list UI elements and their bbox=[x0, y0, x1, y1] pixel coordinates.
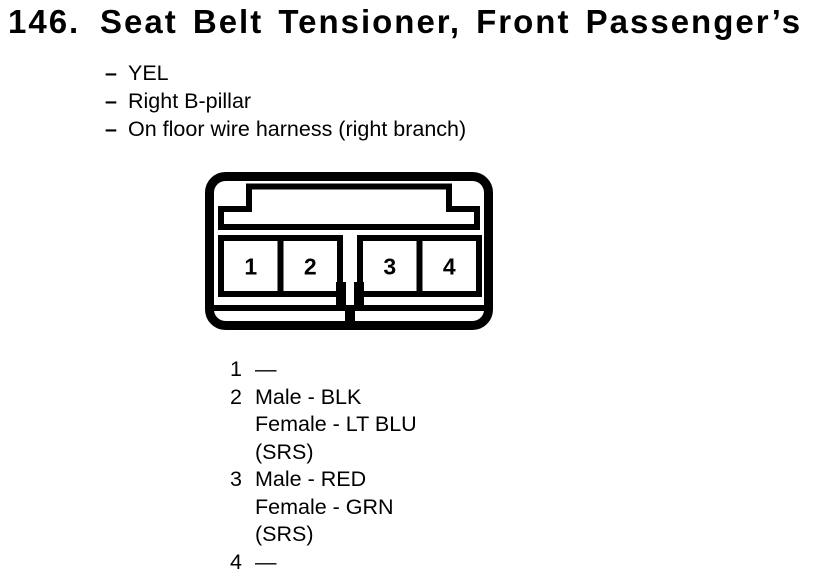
bottom-strip-divider bbox=[345, 311, 355, 322]
pin-cavity-label-1: 1 bbox=[244, 254, 257, 280]
pin-row-4: 4 — bbox=[230, 549, 417, 577]
pin-number: 3 bbox=[230, 467, 242, 491]
pin-cavity-label-4: 4 bbox=[443, 254, 456, 280]
bullet-dash: – bbox=[105, 61, 117, 85]
section-header: 146. Seat Belt Tensioner, Front Passenge… bbox=[8, 2, 802, 42]
pin-wire-line: Male - RED bbox=[255, 467, 367, 491]
pin-wire-info: — bbox=[255, 549, 277, 577]
detail-text-harness: On floor wire harness (right branch) bbox=[128, 117, 467, 141]
section-title: Seat Belt Tensioner, Front Passenger’s bbox=[100, 3, 803, 40]
detail-item: – YEL bbox=[105, 59, 466, 87]
key-slot-slit bbox=[346, 282, 354, 305]
pin-row-3: 3 Male - RED Female - GRN (SRS) bbox=[230, 466, 417, 549]
pin-number: 1 bbox=[230, 357, 242, 381]
pin-cavity-label-3: 3 bbox=[383, 254, 396, 280]
pin-number: 2 bbox=[230, 384, 242, 409]
pin-wire-line: — bbox=[255, 357, 277, 381]
connector-details: – YEL – Right B-pillar – On floor wire h… bbox=[105, 59, 466, 143]
pin-cavity-4 bbox=[416, 235, 482, 297]
connector-diagram: 1 2 3 4 bbox=[205, 172, 493, 330]
pin-cavity-2 bbox=[277, 235, 343, 297]
pin-wire-line: (SRS) bbox=[255, 522, 314, 546]
pin-wire-info: — bbox=[255, 356, 277, 384]
bullet-dash: – bbox=[105, 89, 117, 113]
pin-cavity-label-2: 2 bbox=[304, 254, 317, 280]
pin-row-2: 2 Male - BLK Female - LT BLU (SRS) bbox=[230, 384, 417, 467]
pin-wire-line: (SRS) bbox=[255, 439, 314, 464]
detail-item: – Right B-pillar bbox=[105, 87, 466, 115]
detail-text-location: Right B-pillar bbox=[128, 89, 252, 113]
detail-text-color: YEL bbox=[128, 61, 169, 85]
pin-wire-line: Female - LT BLU bbox=[255, 412, 417, 436]
pin-cavity-3 bbox=[357, 235, 423, 297]
pin-wire-line: Male - BLK bbox=[255, 384, 362, 409]
section-number: 146. bbox=[8, 3, 81, 40]
pin-number: 4 bbox=[230, 549, 242, 574]
pin-wire-line: — bbox=[255, 549, 277, 574]
pin-row-1: 1 — bbox=[230, 356, 417, 384]
detail-item: – On floor wire harness (right branch) bbox=[105, 115, 466, 143]
pin-wire-line: Female - GRN bbox=[255, 494, 394, 519]
pin-wire-list: 1 — 2 Male - BLK Female - LT BLU (SRS) 3… bbox=[230, 356, 417, 576]
pin-wire-info: Male - BLK Female - LT BLU (SRS) bbox=[255, 384, 417, 467]
connector-tab bbox=[218, 183, 480, 230]
bullet-dash: – bbox=[105, 117, 117, 141]
pin-wire-info: Male - RED Female - GRN (SRS) bbox=[255, 466, 394, 549]
